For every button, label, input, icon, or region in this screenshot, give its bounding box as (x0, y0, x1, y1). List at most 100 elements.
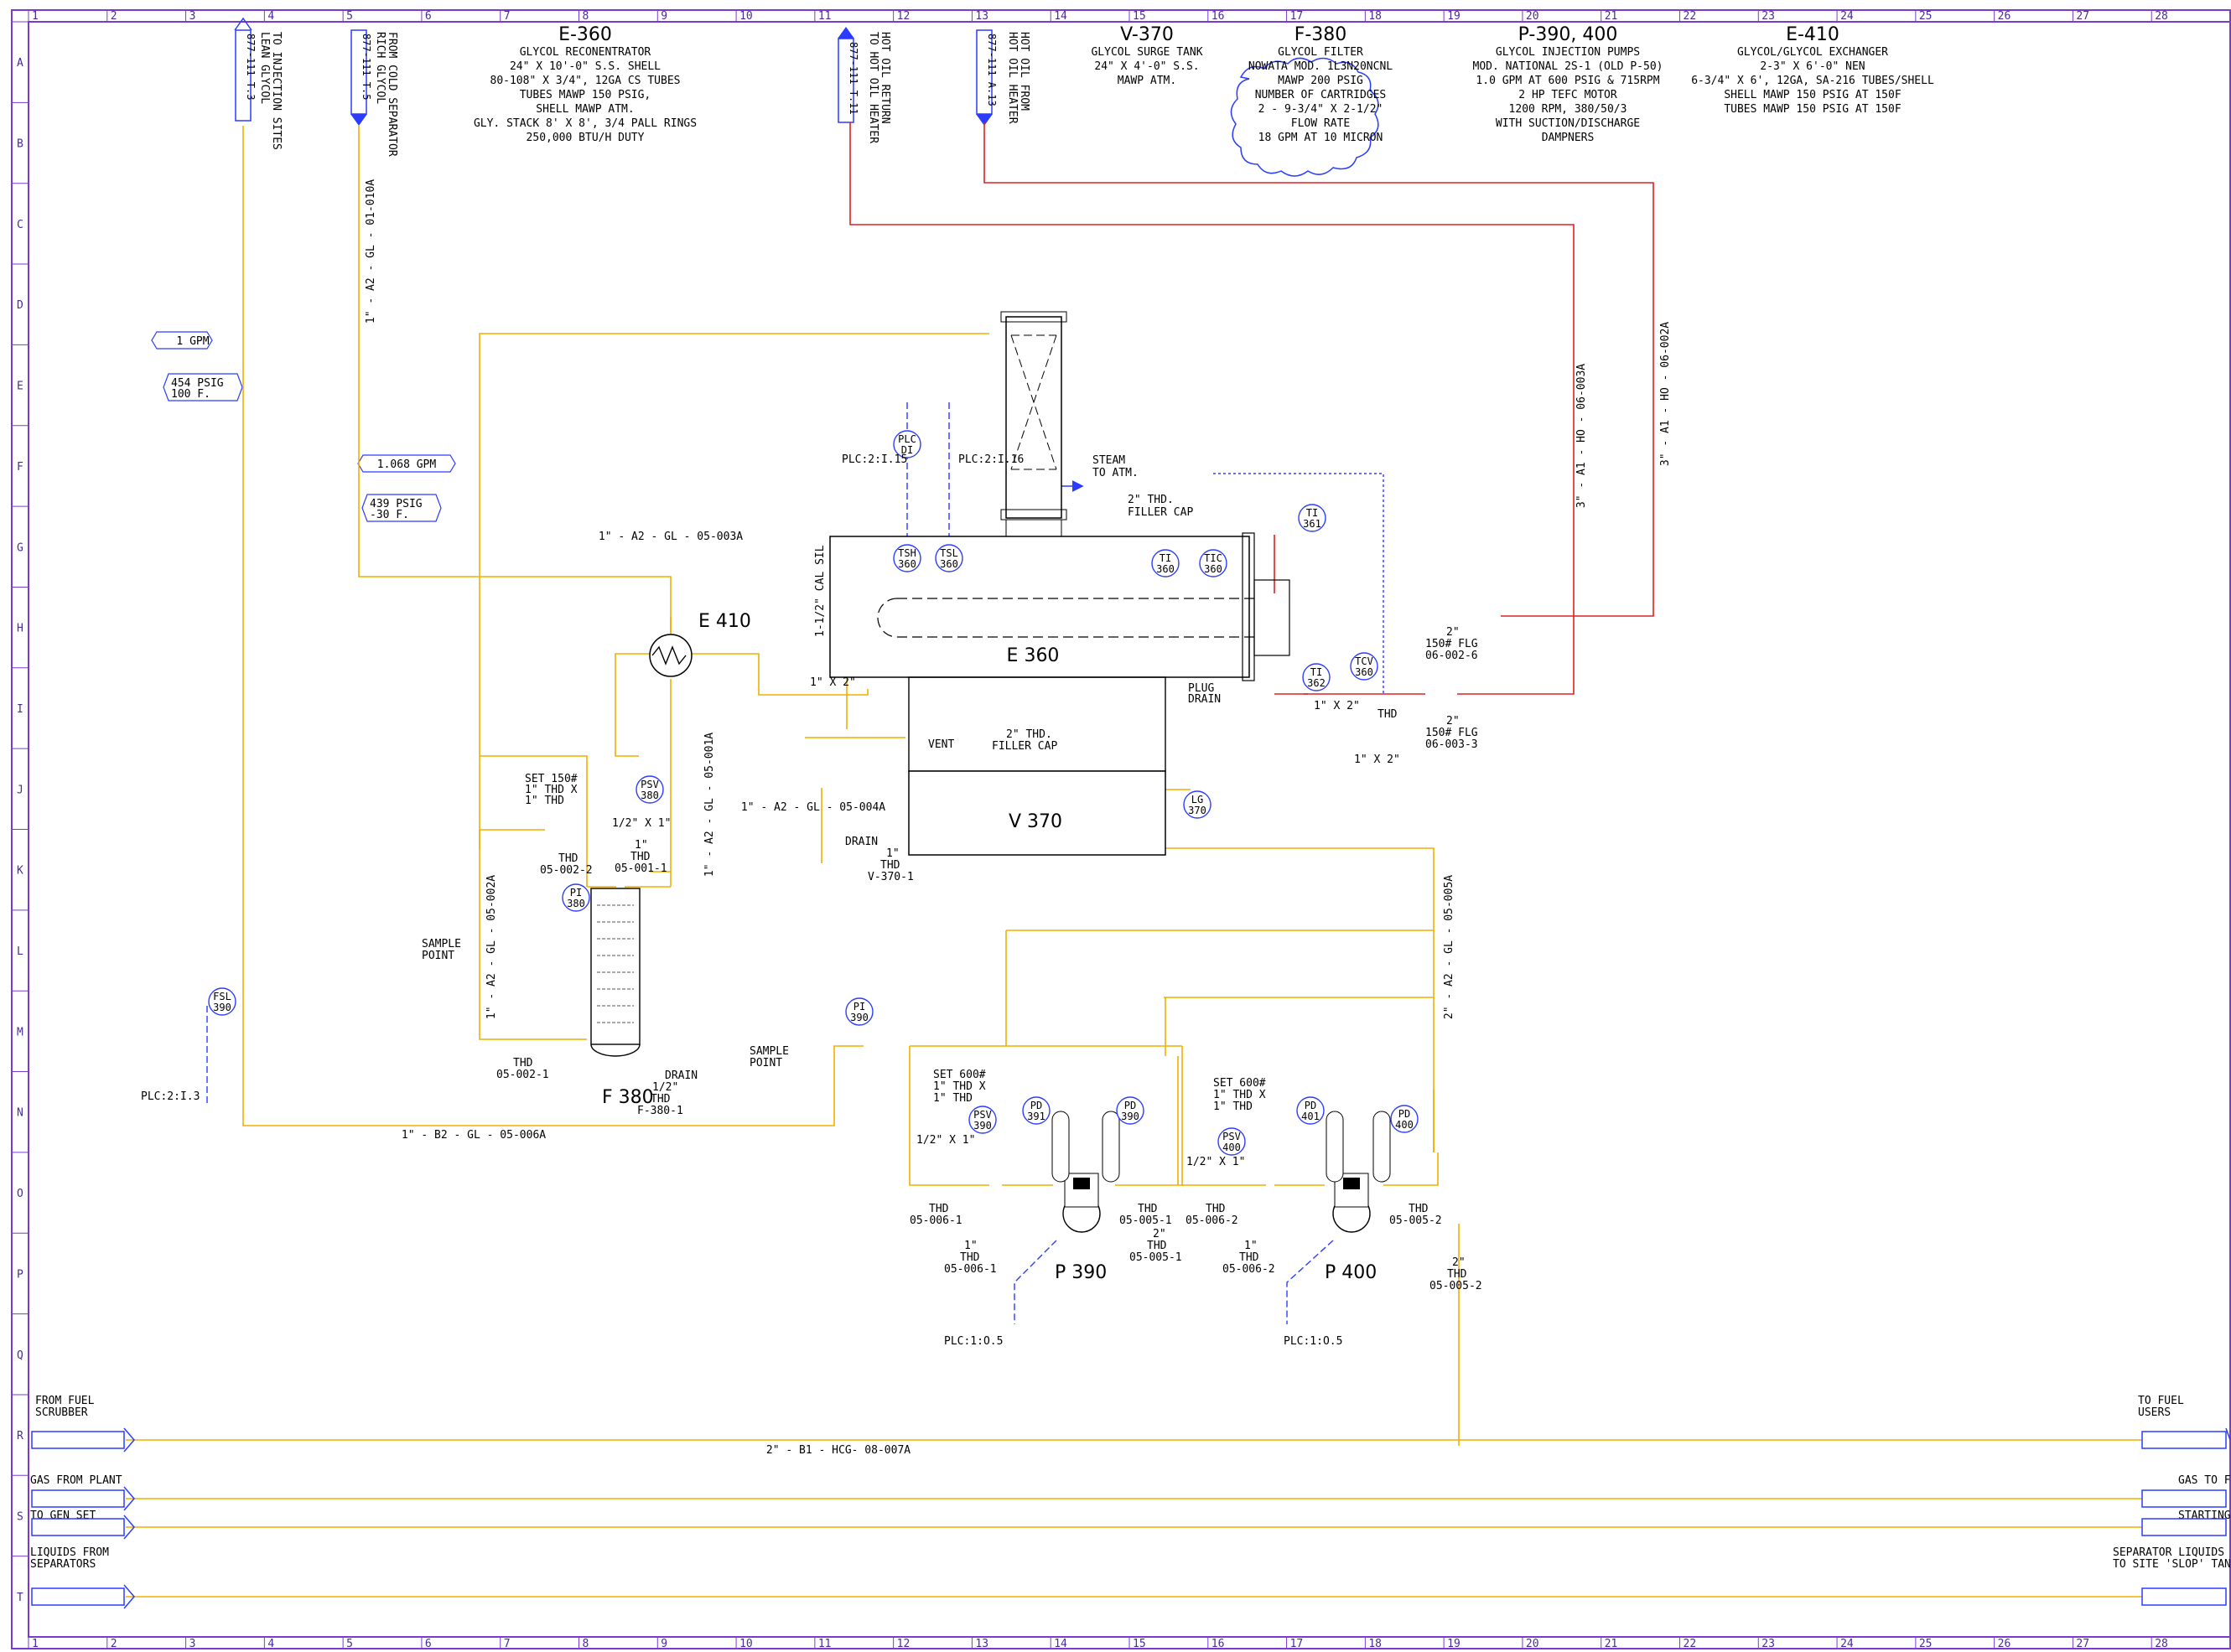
svg-text:SHELL MAWP 150 PSIG AT 150F: SHELL MAWP 150 PSIG AT 150F (1724, 89, 1901, 101)
grid-col-label: 5 (346, 1638, 353, 1650)
svg-text:PD: PD (1124, 1100, 1136, 1111)
grid-row-label: K (17, 865, 23, 878)
offpage-hot-oil-return[interactable]: 877-111 T.11 HOT OIL RETURN TO HOT OIL H… (838, 27, 891, 143)
offpage-lean-glycol[interactable]: 877-111 T.3 LEAN GLYCOL TO INJECTION SIT… (234, 17, 283, 150)
svg-text:1" THD: 1" THD (933, 1092, 973, 1105)
svg-text:TIC: TIC (1204, 552, 1222, 564)
vessel-v370[interactable]: V 370 (908, 676, 1166, 856)
svg-text:1-1/2" CAL SIL: 1-1/2" CAL SIL (814, 545, 827, 637)
grid-col-label: 17 (1290, 10, 1304, 23)
svg-text:TO ATM.: TO ATM. (1092, 467, 1139, 479)
pump-p390[interactable]: P 390 (1051, 1111, 1120, 1283)
svg-text:DRAIN: DRAIN (845, 836, 878, 848)
svg-text:SEPARATORS: SEPARATORS (30, 1558, 96, 1571)
svg-text:PD: PD (1030, 1100, 1042, 1111)
svg-text:P-390, 400: P-390, 400 (1518, 24, 1618, 45)
column-stack[interactable] (1000, 311, 1067, 537)
pump-p400[interactable]: P 400 (1325, 1111, 1391, 1283)
svg-text:TI: TI (1306, 507, 1318, 519)
filter-f380[interactable]: F 380 (590, 888, 654, 1108)
glycol-piping (242, 126, 1460, 1446)
svg-text:MOD. NATIONAL 2S-1 (OLD P-50): MOD. NATIONAL 2S-1 (OLD P-50) (1473, 60, 1663, 73)
line-label: 1" - A2 - GL - 01-010A (365, 179, 377, 324)
grid-col-label: 25 (1919, 10, 1933, 23)
svg-text:SAMPLE: SAMPLE (750, 1045, 789, 1058)
svg-text:24" X 4'-0" S.S.: 24" X 4'-0" S.S. (1094, 60, 1199, 73)
grid-col-label: 27 (2076, 10, 2089, 23)
svg-text:THD: THD (880, 859, 900, 872)
spec-title: E-360 (558, 24, 612, 45)
vessel-e360[interactable]: E 360 (829, 532, 1290, 681)
grid-col-label: 6 (425, 1638, 432, 1650)
svg-text:401: 401 (1301, 1111, 1320, 1122)
line-label: 3" - A1 - HO - 06-003A (1575, 364, 1588, 508)
grid-col-label: 12 (897, 1638, 911, 1650)
grid-col-label: 5 (346, 10, 353, 23)
svg-text:360: 360 (1204, 563, 1222, 575)
offpage-hot-oil-from[interactable]: 877-111 A.13 HOT OIL FROM HOT OIL HEATER (976, 29, 1030, 126)
svg-text:THD: THD (929, 1203, 949, 1215)
svg-text:24" X 10'-0" S.S. SHELL: 24" X 10'-0" S.S. SHELL (510, 60, 661, 73)
svg-text:SET 150#: SET 150# (525, 773, 578, 785)
svg-text:FILLER CAP: FILLER CAP (1128, 506, 1193, 519)
svg-text:05-005-2: 05-005-2 (1429, 1280, 1482, 1292)
grid-col-label: 6 (425, 10, 432, 23)
svg-text:05-006-1: 05-006-1 (910, 1214, 962, 1227)
label-e410: E 410 (698, 611, 751, 632)
offpage-rich-glycol[interactable]: 877-111 T.5 RICH GLYCOL FROM COLD SEPARA… (350, 29, 398, 157)
svg-text:1" THD X: 1" THD X (933, 1080, 986, 1093)
svg-text:FROM FUEL: FROM FUEL (35, 1395, 95, 1407)
svg-text:SAMPLE: SAMPLE (422, 938, 461, 950)
svg-text:TSL: TSL (940, 547, 958, 559)
svg-text:360: 360 (898, 558, 916, 570)
svg-text:PD: PD (1398, 1108, 1410, 1120)
exchanger-e410[interactable]: E 410 (649, 611, 751, 677)
header-arrows (31, 1427, 2231, 1609)
svg-text:TI: TI (1160, 552, 1171, 564)
svg-text:100 F.: 100 F. (171, 388, 210, 401)
grid-col-label: 25 (1919, 1638, 1933, 1650)
svg-text:TO FUEL: TO FUEL (2138, 1395, 2184, 1407)
grid-col-label: 21 (1605, 1638, 1618, 1650)
grid-row-label: J (17, 784, 23, 796)
svg-text:F-380-1: F-380-1 (637, 1105, 683, 1117)
svg-text:370: 370 (1188, 805, 1206, 816)
grid-col-label: 11 (818, 1638, 832, 1650)
grid-col-label: 15 (1133, 10, 1146, 23)
grid-col-label: 14 (1054, 10, 1067, 23)
svg-text:TCV: TCV (1355, 655, 1373, 667)
svg-text:PLUG: PLUG (1188, 682, 1214, 695)
svg-text:SEPARATOR LIQUIDS: SEPARATOR LIQUIDS (2113, 1546, 2224, 1559)
svg-text:PSV: PSV (1222, 1131, 1241, 1142)
svg-text:GAS TO FLARE: GAS TO FLARE (2178, 1474, 2231, 1487)
svg-text:-30 F.: -30 F. (370, 509, 409, 521)
header-piping (126, 1439, 2142, 1598)
svg-text:POINT: POINT (750, 1057, 782, 1069)
svg-text:250,000 BTU/H DUTY: 250,000 BTU/H DUTY (527, 132, 645, 144)
svg-text:390: 390 (1121, 1111, 1139, 1122)
svg-text:1200 RPM, 380/50/3: 1200 RPM, 380/50/3 (1509, 103, 1627, 116)
svg-text:361: 361 (1303, 518, 1321, 530)
svg-text:877-111 T.5: 877-111 T.5 (361, 34, 372, 100)
svg-text:SCRUBBER: SCRUBBER (35, 1406, 88, 1419)
